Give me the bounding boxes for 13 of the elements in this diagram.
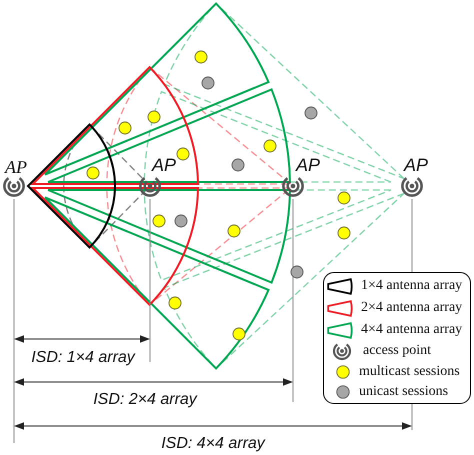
legend-label: 4×4 antenna array	[361, 322, 462, 338]
legend-label: multicast sessions	[359, 364, 460, 380]
access-point-label: AP	[152, 156, 176, 174]
dimension-label: ISD: 2×4 array	[93, 391, 197, 409]
legend-label: unicast sessions	[359, 384, 448, 400]
dimension-label: ISD: 1×4 array	[31, 349, 135, 367]
access-point-label: AP	[296, 156, 320, 174]
access-point-label: AP	[404, 156, 428, 174]
legend-label: 1×4 antenna array	[361, 278, 462, 294]
legend-label: 2×4 antenna array	[361, 300, 462, 316]
access-point-label: AP	[5, 158, 27, 176]
dimension-label: ISD: 4×4 array	[161, 435, 265, 453]
legend-label: access point	[363, 343, 432, 359]
